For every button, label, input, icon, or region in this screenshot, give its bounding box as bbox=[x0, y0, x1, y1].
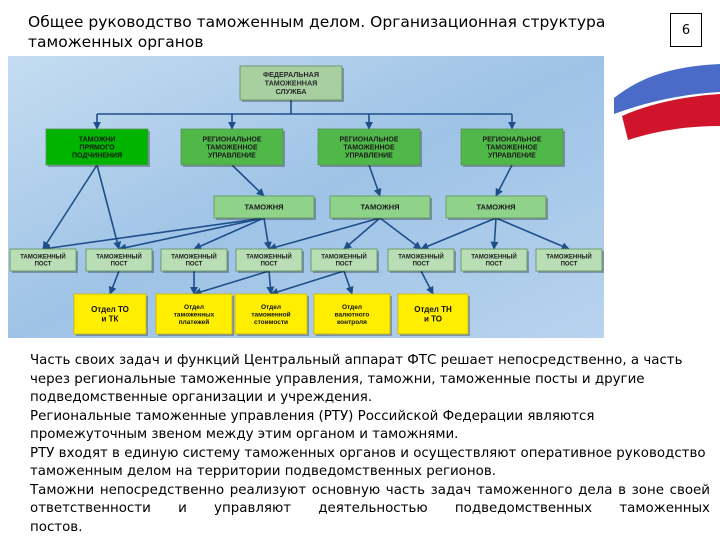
conn-customs-1-post-4 bbox=[263, 217, 272, 250]
page-title: Общее руководство таможенным делом. Орга… bbox=[28, 13, 606, 51]
box-customs-3: ТАМОЖНЯ bbox=[445, 195, 548, 220]
conn-level2-customs-1 bbox=[231, 164, 265, 197]
conn-post-dept-5 bbox=[420, 270, 434, 295]
page-number: 6 bbox=[670, 13, 702, 47]
box-department-1-rect bbox=[73, 293, 147, 335]
box-department-2-rect bbox=[155, 293, 233, 335]
conn-post-dept-1 bbox=[108, 270, 120, 295]
box-level2-1-rect bbox=[45, 128, 149, 166]
chart-connectors bbox=[42, 100, 570, 296]
conn-customs-2-post-5 bbox=[343, 217, 381, 250]
box-department-5-rect bbox=[397, 293, 469, 335]
paragraph-1: Часть своих задач и функций Центральный … bbox=[30, 353, 683, 405]
box-post-8-rect bbox=[535, 248, 603, 272]
conn-customs-3-post-8 bbox=[495, 217, 570, 250]
box-customs-3-label: ТАМОЖНЯ bbox=[476, 203, 515, 212]
box-customs-2-rect bbox=[329, 195, 431, 219]
box-federal-service-rect bbox=[239, 65, 343, 101]
paragraph-2: Региональные таможенные управления (РТУ)… bbox=[30, 408, 595, 443]
conn-level2-customs-3 bbox=[495, 164, 513, 197]
conn-customs-1-post-2 bbox=[118, 217, 265, 252]
conn-customs-3-post-7 bbox=[490, 217, 499, 250]
box-post-6-rect bbox=[387, 248, 455, 272]
box-post-7-rect bbox=[460, 248, 528, 272]
box-customs-3-rect bbox=[445, 195, 547, 219]
box-customs-2-label: ТАМОЖНЯ bbox=[360, 203, 399, 212]
box-post-5-rect bbox=[310, 248, 378, 272]
box-post-2-rect bbox=[85, 248, 153, 272]
box-customs-1-rect bbox=[213, 195, 315, 219]
box-department-4-rect bbox=[313, 293, 391, 335]
conn-post-dept-6 bbox=[193, 270, 270, 296]
box-department-3-rect bbox=[234, 293, 308, 335]
box-customs-1: ТАМОЖНЯ bbox=[213, 195, 316, 220]
conn-customs-1-post-1 bbox=[42, 217, 265, 252]
conn-direct-post-2 bbox=[96, 164, 122, 250]
paragraph-5: постов. bbox=[30, 519, 83, 535]
conn-customs-1-post-3 bbox=[193, 217, 265, 250]
box-post-1-rect bbox=[9, 248, 77, 272]
paragraph-3: РТУ входят в единую систему таможенных о… bbox=[30, 445, 706, 480]
body-text: Часть своих задач и функций Центральный … bbox=[30, 352, 710, 537]
conn-post-dept-7 bbox=[270, 270, 345, 296]
conn-customs-2-post-6 bbox=[379, 217, 422, 250]
conn-customs-2-post-4 bbox=[268, 217, 381, 251]
box-post-3-rect bbox=[160, 248, 228, 272]
conn-direct-post-1 bbox=[42, 164, 98, 250]
conn-level2-customs-2 bbox=[368, 164, 382, 197]
flag-decoration bbox=[604, 56, 720, 146]
box-customs-2: ТАМОЖНЯ bbox=[329, 195, 432, 220]
box-level2-3-rect bbox=[317, 128, 421, 166]
box-customs-1-label: ТАМОЖНЯ bbox=[244, 203, 283, 212]
conn-post-dept-4 bbox=[343, 270, 354, 295]
box-level2-4-rect bbox=[460, 128, 564, 166]
conn-customs-3-post-6 bbox=[420, 217, 497, 250]
box-post-4-rect bbox=[235, 248, 303, 272]
paragraph-4: Таможни непосредственно реализуют основн… bbox=[30, 482, 710, 517]
box-level2-2-rect bbox=[180, 128, 284, 166]
